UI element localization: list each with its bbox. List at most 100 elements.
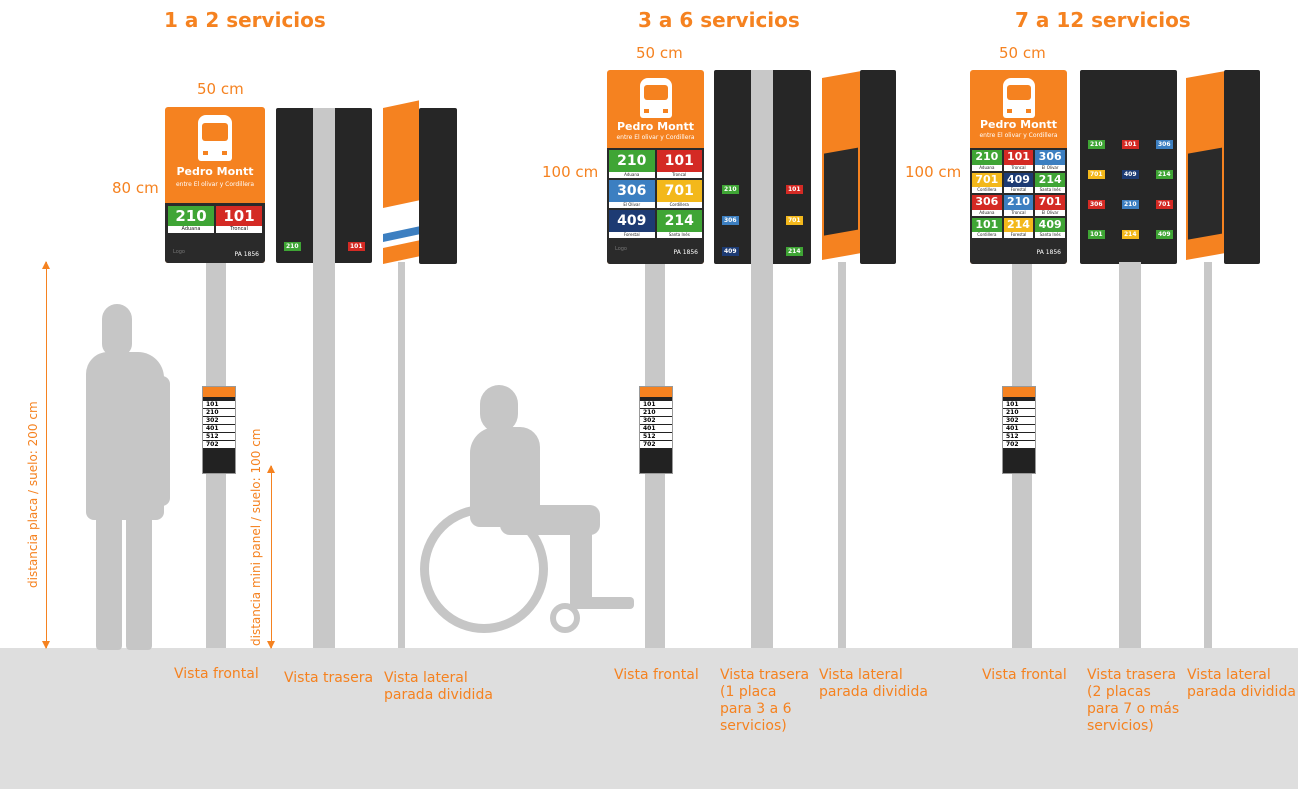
service-destination: Aduana (972, 209, 1002, 216)
service-destination: Troncal (656, 172, 702, 178)
service-destination: Santa Inés (1035, 187, 1065, 193)
rear-tag: 701 (1088, 170, 1105, 179)
rear-tag: 214 (786, 247, 803, 256)
logo-text: Logo (615, 246, 627, 252)
service-number: 210 (1007, 195, 1030, 208)
service-number: 701 (1038, 195, 1062, 208)
service-number: 409 (1038, 217, 1062, 231)
service-destination: Aduana (168, 226, 214, 233)
caption-g1-rear: Vista trasera (284, 670, 374, 686)
rear-tag: 409 (722, 247, 739, 256)
g1-side-pole (398, 262, 405, 648)
service-destination: Santa Inés (656, 232, 702, 238)
stop-name: Pedro Montt (616, 120, 695, 133)
group-3-title: 7 a 12 servicios (1015, 8, 1191, 32)
service-destination: Cordillera (972, 232, 1002, 238)
service-destination: El Olivar (609, 202, 655, 208)
rear-tag: 101 (348, 242, 365, 251)
plate-distance-label: distancia placa / suelo: 200 cm (26, 401, 40, 588)
service-number: 210 (975, 150, 999, 163)
group-3-height-label: 100 cm (905, 163, 962, 181)
g3-rear-pole (1119, 262, 1141, 648)
stop-code: PA 1856 (234, 251, 259, 258)
mini-distance-label: distancia mini panel / suelo: 100 cm (249, 428, 263, 647)
bus-icon (1003, 78, 1035, 118)
group-2-title: 3 a 6 servicios (638, 8, 800, 32)
group-3-width-label: 50 cm (999, 44, 1046, 62)
bus-icon (640, 78, 672, 118)
stop-code: PA 1856 (673, 249, 698, 256)
caption-g1-front: Vista frontal (174, 666, 259, 682)
rear-tag: 101 (1122, 140, 1139, 149)
g2-front-sign: Pedro Montt entre El olivar y Cordillera… (607, 70, 704, 264)
g3-side-panel-left (1186, 71, 1224, 260)
rear-tag: 409 (1122, 170, 1139, 179)
service-destination: Forestal (1003, 187, 1034, 193)
service-destination: Aduana (609, 172, 655, 178)
g2-side-panel-left (822, 71, 860, 260)
g3-mini-panel: 101 210 302 401 512 702 (1002, 386, 1036, 474)
service-number: 214 (664, 213, 694, 229)
service-destination: El Olivar (1035, 164, 1065, 171)
rear-tag: 306 (1156, 140, 1173, 149)
rear-tag: 701 (786, 216, 803, 225)
service-destination: Forestal (609, 232, 655, 238)
group-2-height-label: 100 cm (542, 163, 599, 181)
service-destination: Troncal (1003, 164, 1034, 171)
service-number: 101 (664, 153, 694, 169)
g3-side-pole (1204, 262, 1212, 648)
ground-strip (0, 648, 1298, 789)
rear-tag: 306 (1088, 200, 1105, 209)
rear-tag: 214 (1122, 230, 1139, 239)
stop-subtitle: entre El olivar y Cordillera (175, 181, 255, 188)
rear-tag: 214 (1156, 170, 1173, 179)
service-tile: 306 El Olivar (609, 180, 655, 208)
g2-side-panel-right (860, 70, 896, 264)
wheelchair-user-silhouette (420, 385, 640, 647)
group-1-title: 1 a 2 servicios (164, 8, 326, 32)
service-tile: 210 (168, 206, 214, 226)
g1-rear-pole (313, 108, 335, 648)
rear-tag: 306 (722, 216, 739, 225)
stop-code: PA 1856 (1036, 249, 1061, 256)
rear-tag: 701 (1156, 200, 1173, 209)
service-number: 210 (617, 153, 647, 169)
service-destination: Troncal (216, 226, 262, 233)
service-number: 701 (975, 172, 999, 186)
mini-panel-height-arrow (267, 465, 275, 649)
service-number: 214 (1007, 217, 1030, 231)
group-2-width-label: 50 cm (636, 44, 683, 62)
rear-tag: 101 (786, 185, 803, 194)
service-destination: Aduana (972, 164, 1002, 171)
stop-subtitle: entre El olivar y Cordillera (979, 132, 1058, 139)
rear-tag: 210 (1122, 200, 1139, 209)
g1-front-sign: Pedro Montt entre El olivar y Cordillera… (165, 107, 265, 263)
standing-person-silhouette (86, 304, 174, 650)
service-destination: Cordillera (972, 187, 1002, 193)
group-1-height-label: 80 cm (112, 179, 159, 197)
service-number: 306 (617, 183, 647, 199)
g2-side-pole (838, 262, 846, 648)
